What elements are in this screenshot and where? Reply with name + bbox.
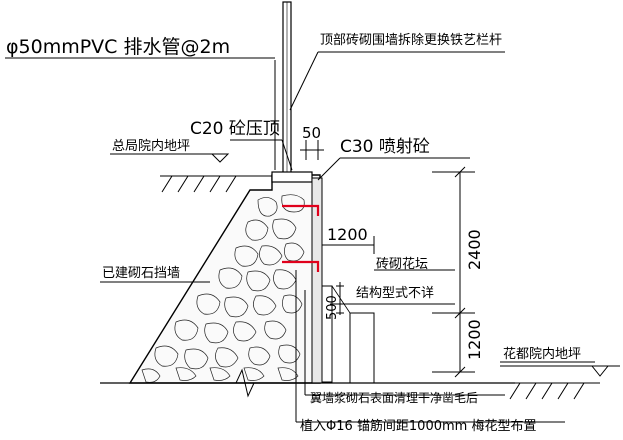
stone-texture <box>141 194 305 383</box>
right-ground <box>500 365 620 400</box>
flowerbed <box>321 285 375 384</box>
label-surface-note: 翼墙浆砌石表面清理干净凿毛后 <box>310 390 478 405</box>
label-dim-50: 50 <box>302 124 321 142</box>
label-dim-1200-h: 1200 <box>327 225 368 244</box>
horizontal-dim-1200 <box>321 236 375 254</box>
label-dim-1200-v: 1200 <box>465 319 484 360</box>
label-railing: 顶部砖砌围墙拆除更换铁艺栏杆 <box>320 33 502 48</box>
dim-50-marks <box>300 140 324 160</box>
label-flowerbed-structure: 结构型式不详 <box>356 286 434 301</box>
leader-lines <box>5 51 595 423</box>
label-c30: C30 喷射砼 <box>340 137 430 157</box>
label-dim-2400: 2400 <box>465 229 484 270</box>
label-c20-cap: C20 砼压顶 <box>190 119 280 139</box>
anchor-bars <box>282 204 320 272</box>
break-symbol <box>235 368 255 398</box>
label-flowerbed: 砖砌花坛 <box>376 256 428 272</box>
label-ground-left: 总局院内地坪 <box>112 138 190 154</box>
label-dim-500: 500 <box>325 295 340 320</box>
c20-cap <box>271 171 313 183</box>
left-ground <box>110 153 272 193</box>
label-anchor-note: 植入Φ16 锚筋间距1000mm 梅花型布置 <box>300 418 536 434</box>
label-ground-right: 花都院内地坪 <box>503 346 581 362</box>
vertical-dim-500 <box>336 282 344 315</box>
label-retaining-wall: 已建砌石挡墙 <box>102 266 180 281</box>
vertical-dimensions <box>432 166 475 378</box>
label-pvc-pipe: φ50mmPVC 排水管@2m <box>6 36 230 58</box>
